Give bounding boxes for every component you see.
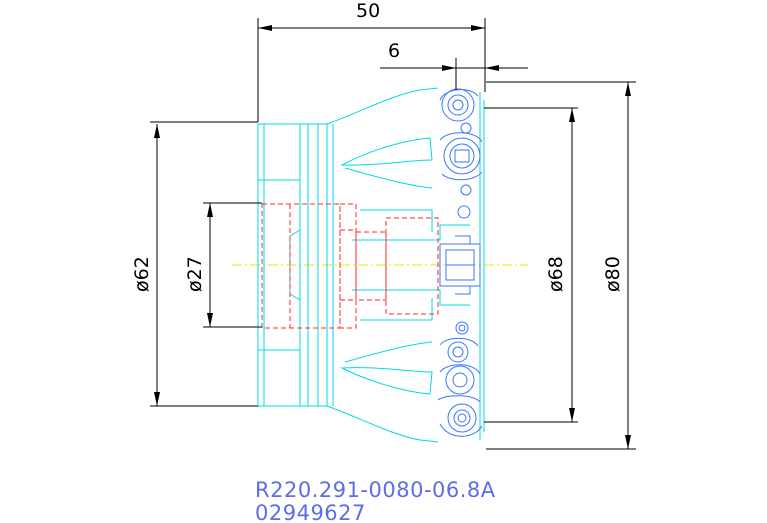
dimension-d62 [150, 124, 258, 407]
length-label: 50 [356, 0, 380, 22]
dimension-d68 [484, 107, 578, 423]
d80-label: ø80 [602, 256, 624, 292]
dimension-length [150, 18, 486, 123]
part-designation: R220.291-0080-06.8A [255, 478, 496, 502]
offset-label: 6 [388, 40, 400, 62]
d27-label: ø27 [184, 256, 206, 292]
inserts [437, 88, 483, 437]
dimension-d80 [486, 81, 636, 450]
d68-label: ø68 [545, 256, 567, 292]
dimension-offset [380, 58, 528, 90]
dimension-d27 [203, 202, 262, 328]
order-number: 02949627 [255, 501, 366, 523]
hidden-bore [261, 203, 439, 329]
d62-label: ø62 [131, 256, 153, 292]
cutter-body-outline [257, 87, 485, 443]
